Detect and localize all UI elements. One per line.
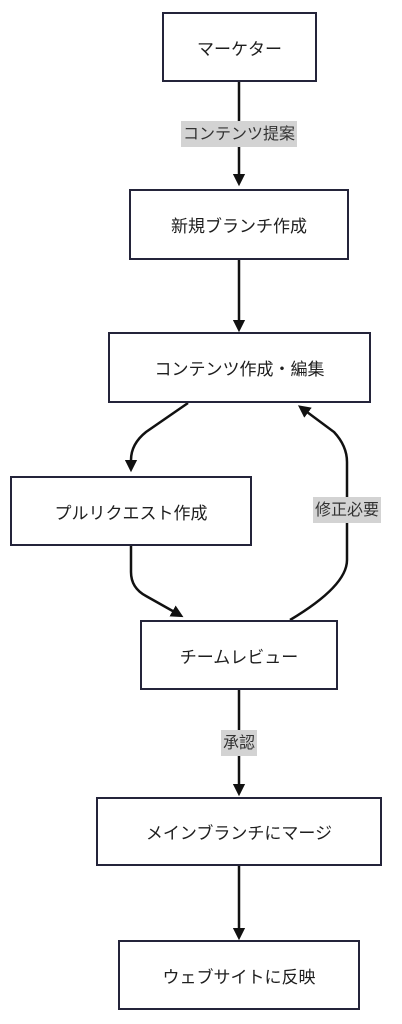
edge-label-approval: 承認 [220,730,258,756]
edge-content-edit-to-pull-request [124,401,189,473]
node-merge-main: メインブランチにマージ [96,797,382,866]
node-content-edit: コンテンツ作成・編集 [108,332,371,403]
node-website: ウェブサイトに反映 [118,940,360,1010]
edge-pull-request-to-team-review [129,546,184,618]
node-new-branch: 新規ブランチ作成 [129,189,349,260]
node-team-review: チームレビュー [140,620,338,690]
node-marketer: マーケター [162,12,317,82]
edge-label-proposal: コンテンツ提案 [180,121,298,147]
edge-team-review-to-content-edit [289,405,349,622]
node-pull-request: プルリクエスト作成 [10,476,252,546]
edge-label-revision: 修正必要 [312,497,382,523]
